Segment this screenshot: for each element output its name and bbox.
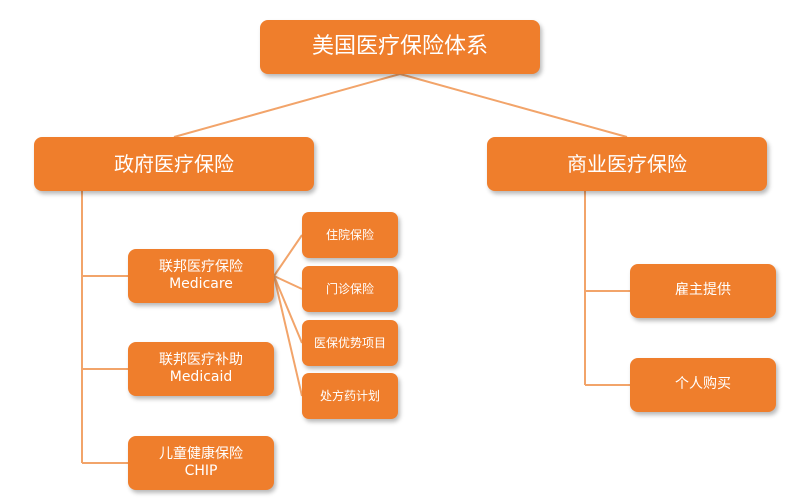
employer-provided-node: 雇主提供	[630, 264, 776, 318]
connector-medicare-advantage	[273, 275, 303, 344]
connector-root-government	[173, 73, 401, 138]
government-insurance-node: 政府医疗保险	[34, 137, 314, 191]
medicare-label: 联邦医疗保险	[159, 258, 243, 275]
outpatient-insurance-label: 门诊保险	[325, 281, 374, 296]
root-node: 美国医疗保险体系	[260, 20, 540, 74]
medicaid-sublabel: Medicaid	[169, 369, 233, 385]
medicaid-node: 联邦医疗补助 Medicaid	[128, 342, 274, 396]
medicare-advantage-node: 医保优势项目	[302, 320, 398, 366]
outpatient-insurance-node: 门诊保险	[302, 266, 398, 312]
individual-purchase-node: 个人购买	[630, 358, 776, 412]
chip-node: 儿童健康保险 CHIP	[128, 436, 274, 490]
medicaid-label: 联邦医疗补助	[159, 351, 243, 368]
medicare-sublabel: Medicare	[169, 276, 233, 292]
hospital-insurance-node: 住院保险	[302, 212, 398, 258]
commercial-insurance-label: 商业医疗保险	[567, 151, 687, 176]
medicare-advantage-label: 医保优势项目	[313, 335, 386, 350]
employer-provided-label: 雇主提供	[675, 282, 731, 299]
chip-label: 儿童健康保险	[159, 445, 243, 462]
root-label: 美国医疗保险体系	[311, 34, 488, 60]
medicare-node: 联邦医疗保险 Medicare	[128, 249, 274, 303]
chip-sublabel: CHIP	[184, 463, 218, 479]
prescription-drug-plan-label: 处方药计划	[319, 388, 380, 403]
commercial-insurance-node: 商业医疗保险	[487, 137, 767, 191]
prescription-drug-plan-node: 处方药计划	[302, 373, 398, 419]
connector-medicare-outpatient	[273, 275, 303, 290]
individual-purchase-label: 个人购买	[675, 376, 731, 393]
hospital-insurance-label: 住院保险	[325, 227, 374, 242]
government-insurance-label: 政府医疗保险	[114, 151, 234, 176]
connector-root-commercial	[399, 73, 628, 138]
connector-medicare-hospital	[273, 234, 303, 277]
connector-medicare-rx	[273, 275, 303, 397]
